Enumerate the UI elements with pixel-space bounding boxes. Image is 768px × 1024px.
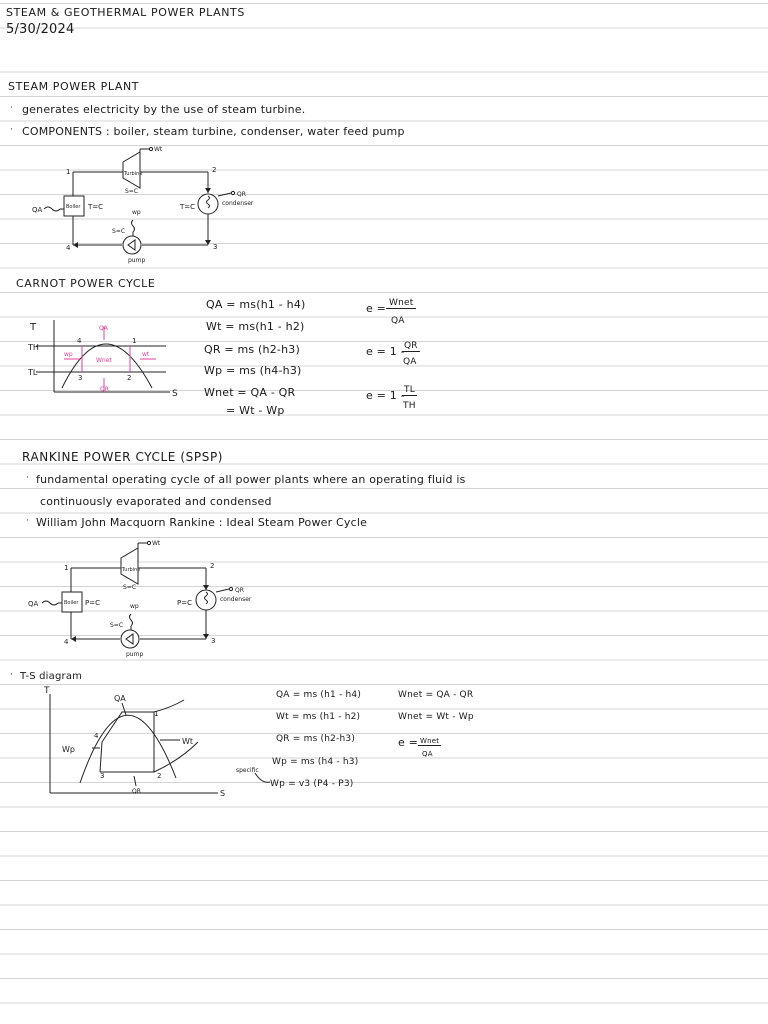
rankine-equation: Wnet = Wt - Wp — [398, 712, 474, 722]
carnot-efficiency-num: QR — [402, 341, 420, 352]
rankine-efficiency-den: QA — [422, 750, 433, 758]
rankine-equation: Wp = ms (h4 - h3) — [272, 757, 359, 767]
carnot-efficiency-lhs: e = — [366, 302, 387, 315]
section-heading-steam: STEAM POWER PLANT — [8, 80, 140, 93]
rankine-equation: QA = ms (h1 - h4) — [276, 690, 362, 700]
steam-bullet-2: COMPONENTS : boiler, steam turbine, cond… — [22, 125, 405, 138]
rankine-equation: Wt = ms (h1 - h2) — [276, 712, 361, 722]
carnot-equation: Wnet = QA - QR — [204, 386, 296, 399]
carnot-equation: = Wt - Wp — [226, 404, 285, 417]
carnot-equation: Wt = ms(h1 - h2) — [206, 320, 305, 333]
bullet-dot: · — [10, 103, 14, 113]
rankine-bullet-1-continued: continuously evaporated and condensed — [40, 495, 272, 508]
carnot-equation: Wp = ms (h4-h3) — [204, 364, 302, 377]
rankine-bullet-1: fundamental operating cycle of all power… — [36, 473, 466, 486]
rankine-equation: QR = ms (h2-h3) — [276, 734, 356, 744]
carnot-efficiency-lhs: e = 1 - — [366, 389, 405, 402]
page-date: 5/30/2024 — [6, 22, 75, 37]
bullet-dot: · — [10, 125, 14, 135]
carnot-efficiency-num: TL — [402, 385, 417, 396]
section-heading-rankine: RANKINE POWER CYCLE (SPSP) — [22, 450, 224, 464]
rankine-bullet-2: William John Macquorn Rankine : Ideal St… — [36, 516, 368, 529]
bullet-dot: · — [26, 473, 30, 483]
carnot-efficiency-num: Wnet — [386, 298, 417, 309]
carnot-equation: QA = ms(h1 - h4) — [206, 298, 306, 311]
carnot-efficiency-lhs: e = 1 - — [366, 345, 405, 358]
rankine-equation: Wp = v3 (P4 - P3) — [270, 779, 354, 789]
bullet-dot: · — [10, 670, 14, 680]
steam-bullet-1: generates electricity by the use of stea… — [22, 103, 306, 116]
rankine-efficiency-num: Wnet — [418, 737, 442, 746]
section-heading-carnot: CARNOT POWER CYCLE — [16, 277, 156, 290]
bullet-dot: · — [26, 516, 30, 526]
page-title: STEAM & GEOTHERMAL POWER PLANTS — [6, 6, 245, 19]
rankine-equation: Wnet = QA - QR — [398, 690, 474, 700]
carnot-efficiency-den: QA — [403, 357, 417, 367]
carnot-equation: QR = ms (h2-h3) — [204, 343, 300, 356]
ts-diagram-label: T-S diagram — [20, 671, 83, 682]
rankine-efficiency-lhs: e = — [398, 736, 419, 749]
carnot-efficiency-den: QA — [391, 316, 405, 326]
carnot-efficiency-den: TH — [403, 401, 416, 411]
